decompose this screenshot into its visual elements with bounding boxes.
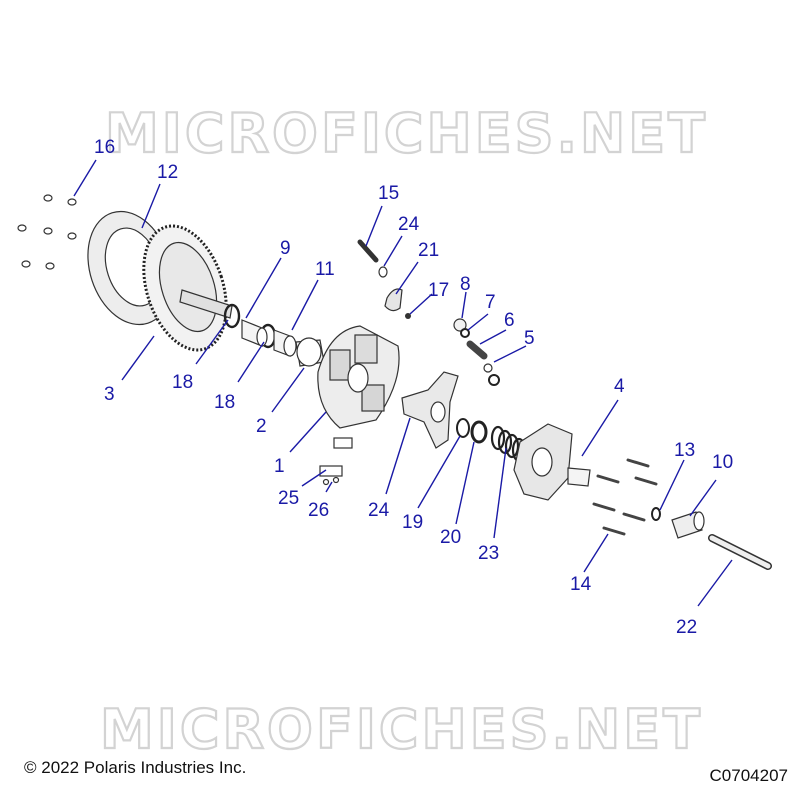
callout-1: 1 <box>274 456 285 477</box>
callout-25: 25 <box>278 488 299 509</box>
washer-19 <box>456 418 470 438</box>
watermark-top: MICROFICHES.NET <box>105 102 708 165</box>
callout-13: 13 <box>674 440 695 461</box>
callout-2: 2 <box>256 416 267 437</box>
callout-3: 3 <box>104 384 115 405</box>
screw-17 <box>405 313 411 319</box>
bushing-11 <box>273 329 297 357</box>
callout-9: 9 <box>280 238 291 259</box>
nut-5b <box>488 374 500 386</box>
callout-18a: 18 <box>172 372 193 393</box>
parts <box>17 194 772 570</box>
callout-numbers: 16 12 9 11 15 24 21 17 8 7 6 5 4 3 18 18… <box>94 137 733 638</box>
pin-15 <box>357 239 379 263</box>
callout-14: 14 <box>570 574 592 595</box>
screw-set-16 <box>17 194 77 270</box>
callout-7: 7 <box>485 292 496 313</box>
callout-19: 19 <box>402 512 423 533</box>
spider-24 <box>401 371 459 449</box>
callout-11: 11 <box>315 259 335 280</box>
copyright-notice: © 2022 Polaris Industries Inc. <box>24 758 247 777</box>
bushing-10 <box>671 511 705 539</box>
callout-21: 21 <box>418 240 439 261</box>
callout-26: 26 <box>308 500 329 521</box>
ring-7 <box>460 328 470 338</box>
washer-18a <box>223 303 241 329</box>
bolt-22 <box>708 534 772 570</box>
callout-16: 16 <box>94 137 115 158</box>
screws-14 <box>592 458 658 536</box>
callout-8: 8 <box>460 274 471 295</box>
button-8 <box>453 318 467 332</box>
spider-cover-4 <box>513 423 591 501</box>
leader-lines <box>73 159 733 607</box>
callout-22: 22 <box>676 617 697 638</box>
callout-20: 20 <box>440 527 461 548</box>
weight-21 <box>384 288 403 312</box>
callout-5: 5 <box>524 328 535 349</box>
clips-25-26 <box>319 437 353 486</box>
callout-23: 23 <box>478 543 499 564</box>
callout-4: 4 <box>614 376 625 397</box>
callout-24: 24 <box>398 214 420 235</box>
callout-12: 12 <box>157 162 178 183</box>
bolt-6 <box>466 340 488 360</box>
fixed-sheave-3 <box>142 224 233 352</box>
watermark-bottom: MICROFICHES.NET <box>100 698 703 761</box>
washer-20 <box>470 420 488 444</box>
callout-17: 17 <box>428 280 449 301</box>
callout-6: 6 <box>504 310 515 331</box>
callout-24b: 24 <box>368 500 390 521</box>
callout-15: 15 <box>378 183 399 204</box>
bushing-9 <box>241 319 268 347</box>
spacer-2 <box>295 337 325 367</box>
nut-5a <box>483 363 493 373</box>
callout-10: 10 <box>712 452 733 473</box>
roller-24-top <box>378 266 388 278</box>
ring-13 <box>651 507 661 521</box>
diagram-code: C0704207 <box>709 766 788 785</box>
callout-18b: 18 <box>214 392 235 413</box>
moveable-sheave-1 <box>317 325 400 429</box>
